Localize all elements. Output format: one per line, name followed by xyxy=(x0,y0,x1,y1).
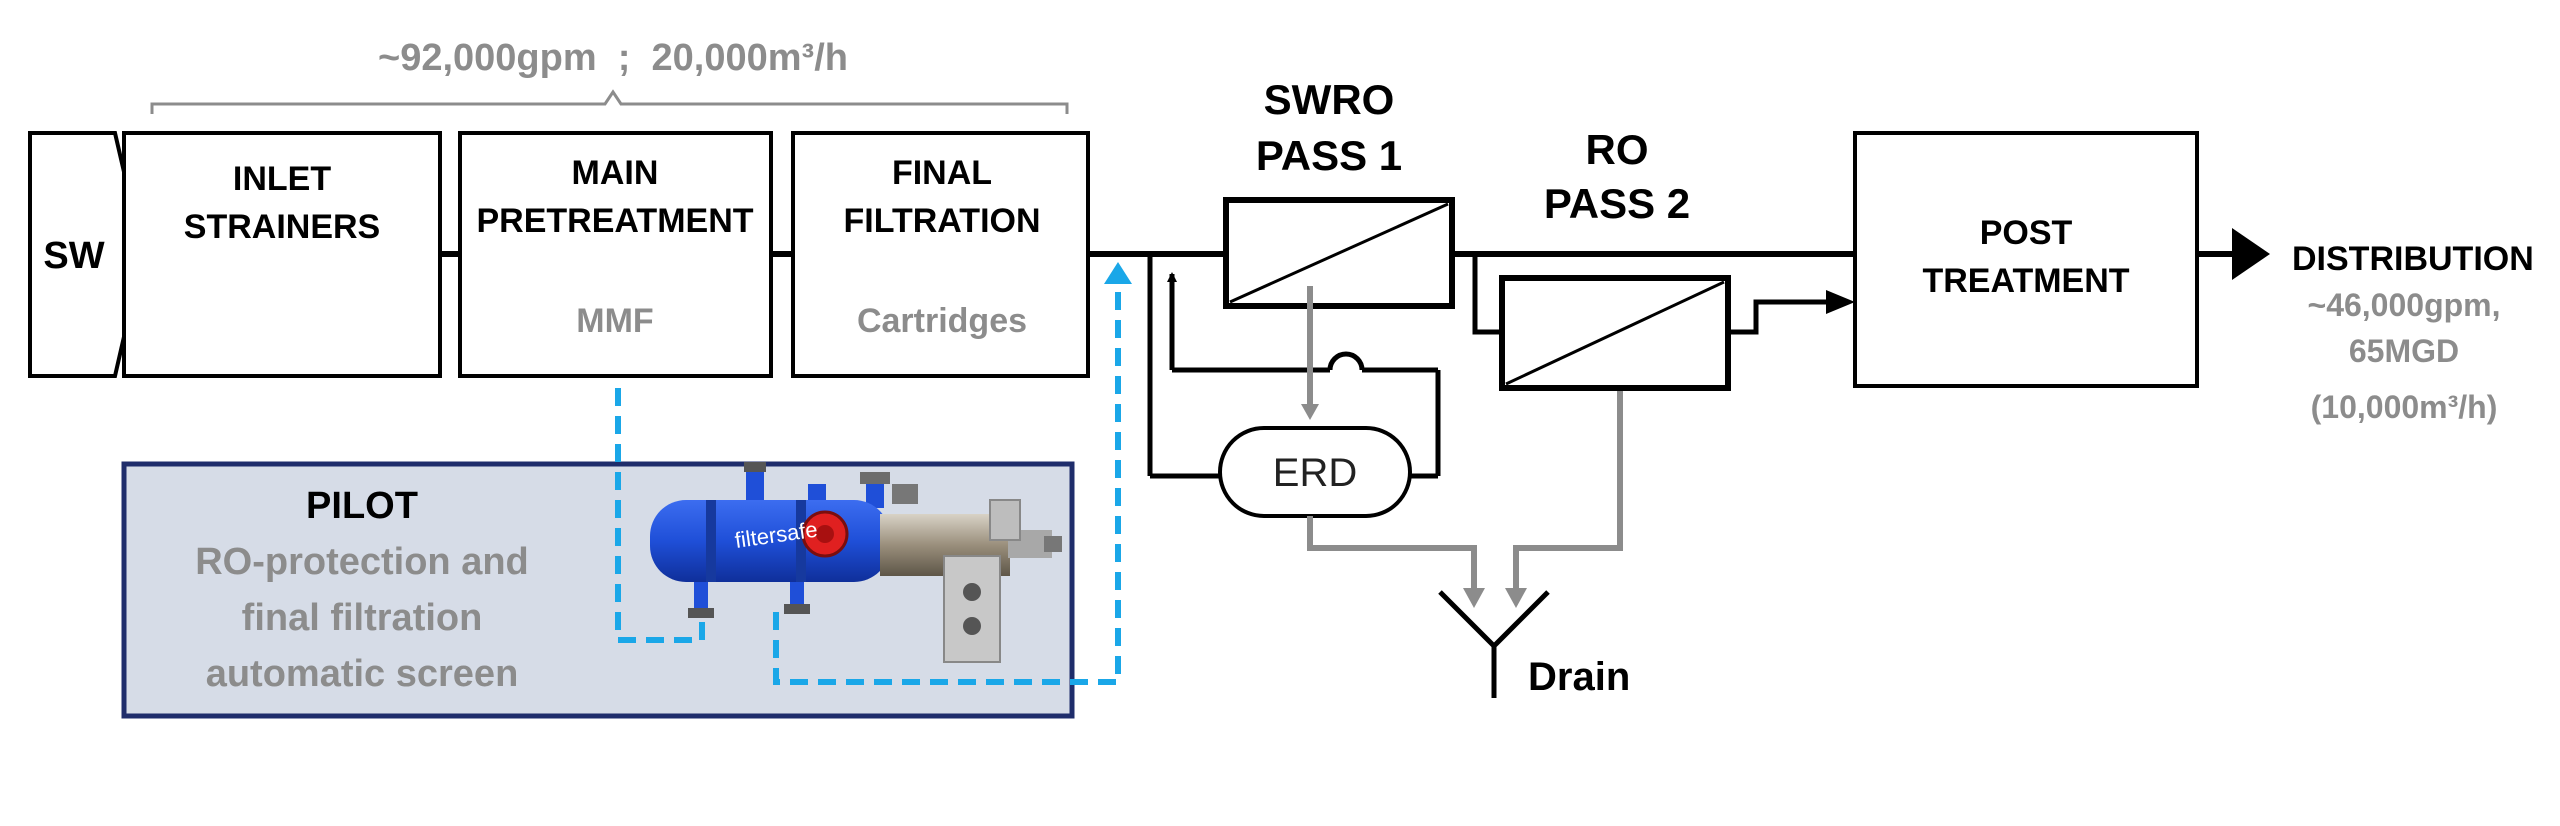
post-line2: TREATMENT xyxy=(1922,262,2129,300)
ro-pass2-membrane xyxy=(1499,275,1731,391)
swro-pass1-membrane xyxy=(1223,197,1455,309)
ro2-feed-line xyxy=(1472,254,1502,335)
drain-icon xyxy=(1438,590,1550,698)
distribution-line2: 65MGD xyxy=(2349,333,2459,369)
pretreatment-line1: MAIN xyxy=(572,154,659,192)
erd-unit: ERD xyxy=(1218,426,1412,518)
ro2-permeate-line xyxy=(1728,290,1855,335)
distribution-line1: ~46,000gpm, xyxy=(2308,287,2501,323)
inlet-line2: STRAINERS xyxy=(184,208,380,246)
final-sub: Cartridges xyxy=(857,302,1027,340)
pretreatment-sub: MMF xyxy=(576,302,653,340)
ro2-line1: RO xyxy=(1586,126,1649,173)
drain-label: Drain xyxy=(1528,655,1630,699)
distribution-label: DISTRIBUTION xyxy=(2292,240,2534,278)
ro2-line2: PASS 2 xyxy=(1544,180,1690,227)
pilot-panel: PILOT RO-protection and final filtration… xyxy=(121,461,1075,719)
pilot-line3: automatic screen xyxy=(206,653,519,695)
source-label: SW xyxy=(43,235,104,277)
final-filtration-block: FINAL FILTRATION Cartridges xyxy=(791,131,1090,378)
flow-rate-label: ~92,000gpm ; 20,000m³/h xyxy=(378,37,848,79)
inlet-strainers-block: INLET STRAINERS xyxy=(122,131,442,378)
filter-unit-icon: filtersafe xyxy=(650,462,1062,663)
final-line2: FILTRATION xyxy=(843,202,1040,240)
erd-loop xyxy=(1147,254,1441,479)
pretreatment-bracket xyxy=(150,89,1069,114)
inlet-line1: INLET xyxy=(233,160,331,198)
erd-label: ERD xyxy=(1273,451,1357,495)
post-line1: POST xyxy=(1980,214,2073,252)
final-line1: FINAL xyxy=(892,154,992,192)
swro-line1: SWRO xyxy=(1264,76,1395,123)
pretreatment-line2: PRETREATMENT xyxy=(476,202,753,240)
post-treatment-block: POST TREATMENT xyxy=(1853,131,2199,388)
brine-lines xyxy=(1301,286,1623,608)
pilot-connection-lines xyxy=(615,278,1121,685)
pilot-line1: RO-protection and xyxy=(195,541,529,583)
pilot-return-arrowhead xyxy=(1104,262,1132,284)
distribution-line3: (10,000m³/h) xyxy=(2311,389,2498,425)
swro-line2: PASS 1 xyxy=(1256,132,1402,179)
pilot-line2: final filtration xyxy=(242,597,483,639)
main-pretreatment-block: MAIN PRETREATMENT MMF xyxy=(458,131,773,378)
arrow-right-icon xyxy=(2197,228,2270,280)
pilot-title: PILOT xyxy=(306,485,418,527)
